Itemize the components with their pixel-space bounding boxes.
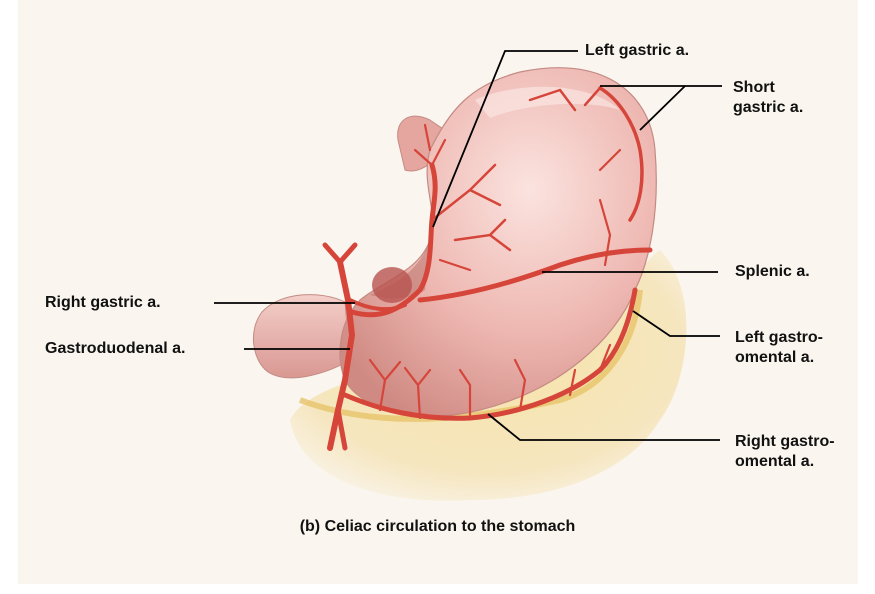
label-left-gastric: Left gastric a. <box>585 41 689 61</box>
label-short-gastric: Short gastric a. <box>733 78 803 118</box>
label-splenic: Splenic a. <box>735 262 810 282</box>
duodenum <box>253 295 350 378</box>
label-left-gastroomental: Left gastro- omental a. <box>735 328 823 368</box>
label-gastroduodenal: Gastroduodenal a. <box>45 339 185 359</box>
label-right-gastric: Right gastric a. <box>45 293 161 313</box>
label-right-gastroomental: Right gastro- omental a. <box>735 432 835 472</box>
figure-caption: (b) Celiac circulation to the stomach <box>0 518 875 536</box>
